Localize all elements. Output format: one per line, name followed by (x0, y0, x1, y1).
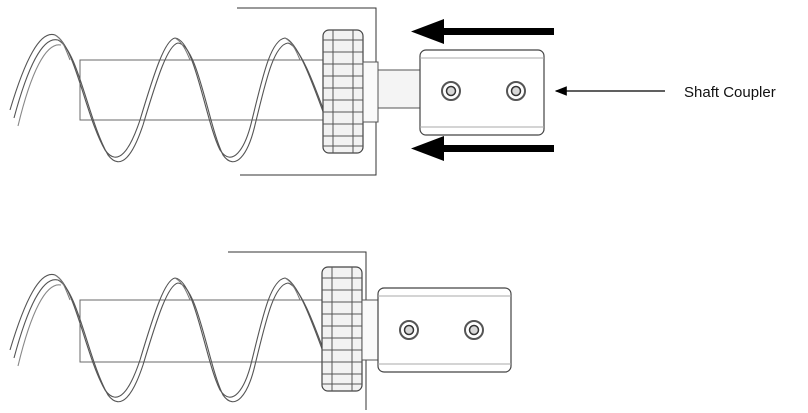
gear-hub (361, 299, 379, 361)
gear-hub (362, 61, 379, 123)
left-arrow-icon (411, 136, 554, 161)
shaft-coupler-icon (377, 287, 512, 373)
shaft-coupler-callout: Shaft Coupler (554, 84, 776, 101)
auger-flight-ends (54, 274, 301, 301)
view-after (9, 251, 512, 410)
set-screw-icon (441, 81, 461, 101)
stub-shaft (377, 69, 421, 109)
gear-icon (322, 29, 421, 154)
gear-icon (321, 266, 379, 392)
shaft-coupler-icon (419, 49, 545, 136)
set-screw-icon (506, 81, 526, 101)
auger-screw-icon (9, 33, 334, 163)
set-screw-icon (399, 320, 419, 340)
auger-shaft (79, 299, 331, 363)
auger-shaft (79, 59, 331, 121)
view-before: Shaft Coupler (9, 7, 776, 176)
set-screw-icon (464, 320, 484, 340)
left-arrow-icon (411, 19, 554, 44)
auger-flight-ends (54, 34, 301, 61)
callout-label: Shaft Coupler (684, 84, 776, 101)
auger-screw-icon (9, 273, 334, 403)
